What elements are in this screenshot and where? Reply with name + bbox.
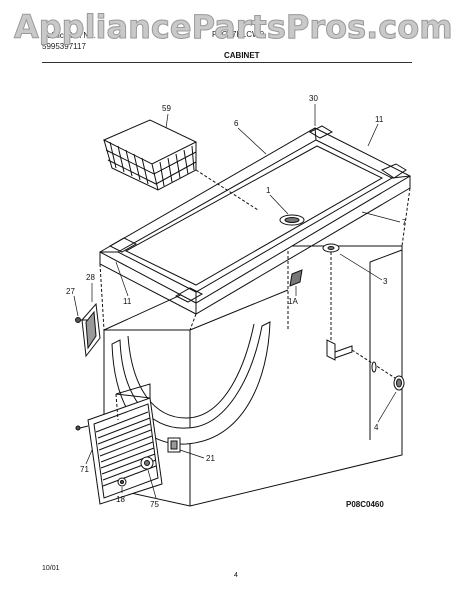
publication-info: Publication No. 5995397117 [42,30,96,52]
callout-7: 7 [402,218,407,227]
publication-label: Publication No. [42,31,96,40]
front-grille-assembly [75,383,181,505]
callout-1: 1 [266,186,271,195]
lid-assembly [98,125,412,331]
callout-21: 21 [206,454,215,463]
lid-handle [279,214,305,226]
callout-11-upper: 11 [375,115,384,124]
storage-basket [102,119,259,211]
header-rule [42,62,412,63]
revision-date: 10/01 [42,565,60,572]
callout-1a: 1A [288,297,298,306]
callout-30: 30 [309,94,318,103]
drain-assembly [322,243,405,391]
callout-71: 71 [80,465,89,474]
callout-59: 59 [162,104,171,113]
model-number: FFC07K1CW0 [212,30,265,39]
callout-4: 4 [374,423,379,432]
callout-6: 6 [234,119,239,128]
publication-number: 5995397117 [42,42,86,51]
leader-lines [73,104,401,499]
callout-75: 75 [150,500,159,509]
section-title: CABINET [224,51,260,60]
latch-1a [289,269,303,287]
page-number: 4 [234,572,238,579]
callout-27: 27 [66,287,75,296]
callout-labels: 59 30 6 11 1 7 3 28 27 11 1A 4 21 71 18 … [66,94,407,509]
callout-18: 18 [116,495,125,504]
diagram-code: P08C0460 [346,500,384,509]
callout-3: 3 [383,277,388,286]
callout-28: 28 [86,273,95,282]
callout-11-lower: 11 [123,297,132,306]
hinge-assembly [75,302,101,358]
